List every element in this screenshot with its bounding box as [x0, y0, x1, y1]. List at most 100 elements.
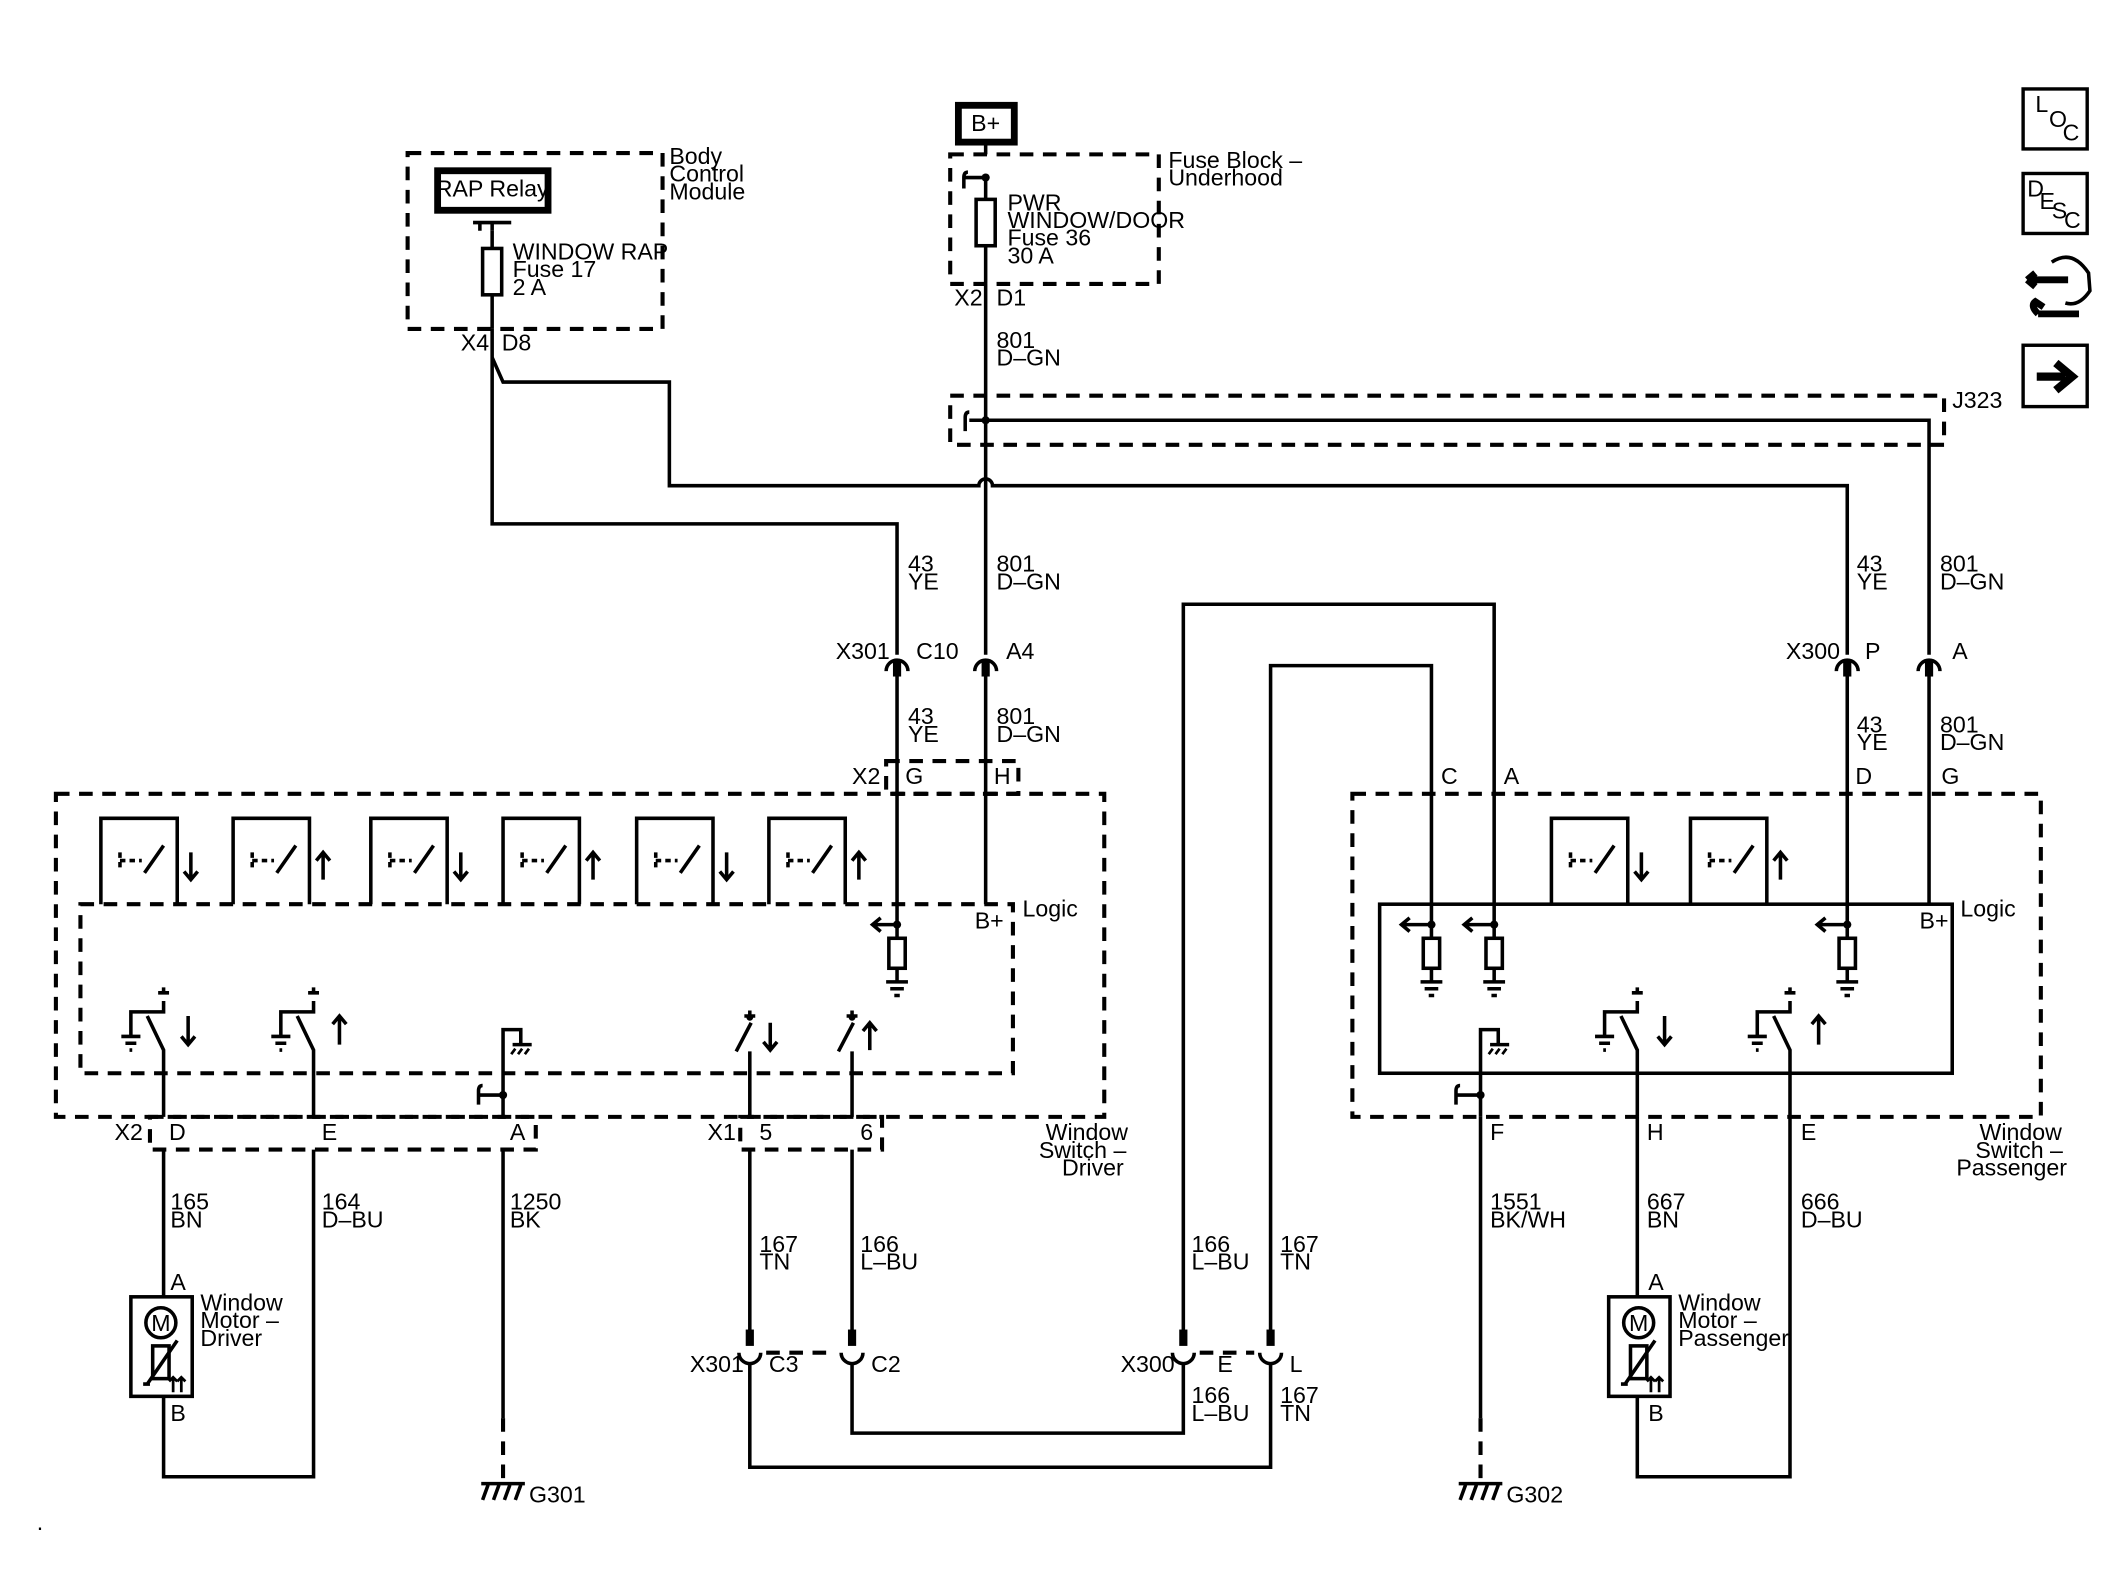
- x300-bottom-label: X300: [1121, 1351, 1175, 1377]
- a4-label: A4: [1006, 638, 1034, 664]
- wire-167-cross-color-2: TN: [1280, 1400, 1311, 1426]
- bcm-conn-label: X4: [461, 330, 489, 356]
- x301-top-label: X301: [836, 638, 890, 664]
- driver-input-switch-6: [767, 816, 868, 905]
- driver-output-switch-up: [271, 987, 348, 1117]
- passenger-logic-label: Logic: [1960, 895, 2015, 921]
- wire-166-driver-num: 166: [860, 1231, 899, 1257]
- wire-1551-num: 1551: [1490, 1189, 1542, 1215]
- next-button[interactable]: [2021, 343, 2089, 409]
- g301-label: G301: [529, 1482, 586, 1508]
- passenger-input-switch-1: [1549, 816, 1650, 905]
- driver-pin-5: 5: [759, 1119, 772, 1145]
- arrow-right-icon: [2036, 359, 2079, 394]
- connector-button[interactable]: [2023, 253, 2092, 325]
- passenger-switch-title-2: Switch –: [1975, 1137, 2063, 1163]
- j323-label: J323: [1952, 387, 2002, 413]
- splice-j323: J323: [948, 387, 2002, 655]
- wire-167-driver-color: TN: [759, 1249, 790, 1275]
- connector-x301-bottom: X301 C3 C2: [690, 1329, 1273, 1470]
- bplus-label: B+: [971, 110, 1000, 136]
- wire-801-label-color-3: D–GN: [997, 721, 1061, 747]
- driver-pin-e: E: [322, 1119, 337, 1145]
- driver-pin-6: 6: [860, 1119, 873, 1145]
- p-label: P: [1865, 638, 1880, 664]
- wire-166-cross-num-2: 166: [1192, 1382, 1231, 1408]
- c3-label: C3: [769, 1351, 799, 1377]
- driver-motor-title-2: Motor –: [200, 1307, 279, 1333]
- fuse-36-label-3: Fuse 36: [1007, 225, 1091, 251]
- bcm-pin-label: D8: [502, 330, 532, 356]
- passenger-logic-inputs: [1398, 904, 1859, 998]
- wire-167-cross: [1268, 663, 1434, 1344]
- fuse-36-icon: [974, 197, 997, 248]
- passenger-motor-loop-wire: [1635, 1116, 1792, 1479]
- driver-logic-label: Logic: [1022, 895, 1077, 921]
- passenger-motor-pin-b: B: [1648, 1400, 1663, 1426]
- wire-43-label-color-2: YE: [1857, 568, 1888, 594]
- c10-label: C10: [916, 638, 958, 664]
- wire-666-num: 666: [1801, 1189, 1840, 1215]
- driver-x1-label: X1: [708, 1119, 736, 1145]
- c2-label: C2: [871, 1351, 901, 1377]
- driver-switch-title-3: Driver: [1062, 1154, 1124, 1180]
- fuse-36-label-4: 30 A: [1007, 242, 1054, 268]
- fuse-block-title-2: Underhood: [1168, 165, 1283, 191]
- wire-43-label-num-4: 43: [1857, 711, 1883, 737]
- wire-1250-color: BK: [510, 1206, 541, 1232]
- x300-top-label: X300: [1786, 638, 1840, 664]
- wire-167-cross-num-1: 167: [1280, 1231, 1319, 1257]
- desc-letter-c: C: [2064, 207, 2081, 233]
- fuse-17-label-2: Fuse 17: [513, 256, 597, 282]
- passenger-switch-title-1: Window: [1979, 1119, 2062, 1145]
- passenger-pin-h: H: [1647, 1119, 1664, 1145]
- driver-switch-title-2: Switch –: [1039, 1137, 1127, 1163]
- bcm-title-2: Control: [669, 161, 744, 187]
- passenger-motor-title-2: Motor –: [1678, 1307, 1757, 1333]
- loc-letter-o: O: [2049, 106, 2067, 132]
- loc-icon: L O C: [2035, 91, 2079, 146]
- fuse-block-pin-label: D1: [997, 285, 1027, 311]
- fuse-36-label-1: PWR: [1007, 189, 1061, 215]
- wire-164-num: 164: [322, 1189, 361, 1215]
- driver-motor-pin-b: B: [170, 1400, 185, 1426]
- wire-1551-color: BK/WH: [1490, 1206, 1566, 1232]
- wire-166-cross-num-1: 166: [1192, 1231, 1231, 1257]
- desc-letter-d: D: [2027, 176, 2044, 202]
- connector-x301-top: X301 C10 A4: [836, 638, 1035, 677]
- fuse-17-label-3: 2 A: [513, 274, 547, 300]
- window-switch-passenger: C A D G Logic B+ Window Switch – Passeng…: [1350, 676, 2067, 1180]
- wire-43-label-num-3: 43: [908, 703, 934, 729]
- driver-input-switch-2: [231, 816, 332, 905]
- desc-icon: D E S C: [2027, 176, 2081, 233]
- connector-x300-bottom: X300 E L: [1121, 1329, 1303, 1377]
- loc-letter-c: C: [2063, 120, 2080, 146]
- wire-43-label-num-1: 43: [908, 551, 934, 577]
- fuse-block-title-1: Fuse Block –: [1168, 147, 1302, 173]
- passenger-pin-f: F: [1490, 1119, 1504, 1145]
- fuse-17-label-1: WINDOW RAP: [513, 238, 669, 264]
- driver-motor-pin-a: A: [170, 1269, 186, 1295]
- bcm-title-3: Module: [669, 178, 745, 204]
- loc-button[interactable]: L O C: [2021, 87, 2089, 151]
- ground-g301: G301: [480, 1482, 586, 1508]
- wire-43-label-color-1: YE: [908, 568, 939, 594]
- window-motor-passenger: M Window Motor – Passenger A B: [1606, 1269, 1789, 1426]
- battery-terminal: B+: [954, 101, 1018, 146]
- wire-167-driver-num: 167: [759, 1231, 798, 1257]
- wire-801-label-num-3: 801: [997, 703, 1036, 729]
- connector-icon: [2025, 255, 2092, 318]
- body-control-module: Body Control Module RAP Relay WINDOW RAP…: [405, 143, 745, 356]
- wire-167-cross-num-2: 167: [1280, 1382, 1319, 1408]
- wire-667-num: 667: [1647, 1189, 1686, 1215]
- passenger-motor-title-1: Window: [1678, 1289, 1761, 1315]
- fuse-block-conn-label: X2: [954, 285, 982, 311]
- wire-43-label-num-2: 43: [1857, 551, 1883, 577]
- driver-x2-top-label: X2: [852, 763, 880, 789]
- driver-switch-title-1: Window: [1046, 1119, 1129, 1145]
- wire-667-color: BN: [1647, 1206, 1679, 1232]
- desc-button[interactable]: D E S C: [2021, 171, 2089, 236]
- driver-input-switch-4: [501, 816, 602, 905]
- driver-g-label: G: [905, 763, 923, 789]
